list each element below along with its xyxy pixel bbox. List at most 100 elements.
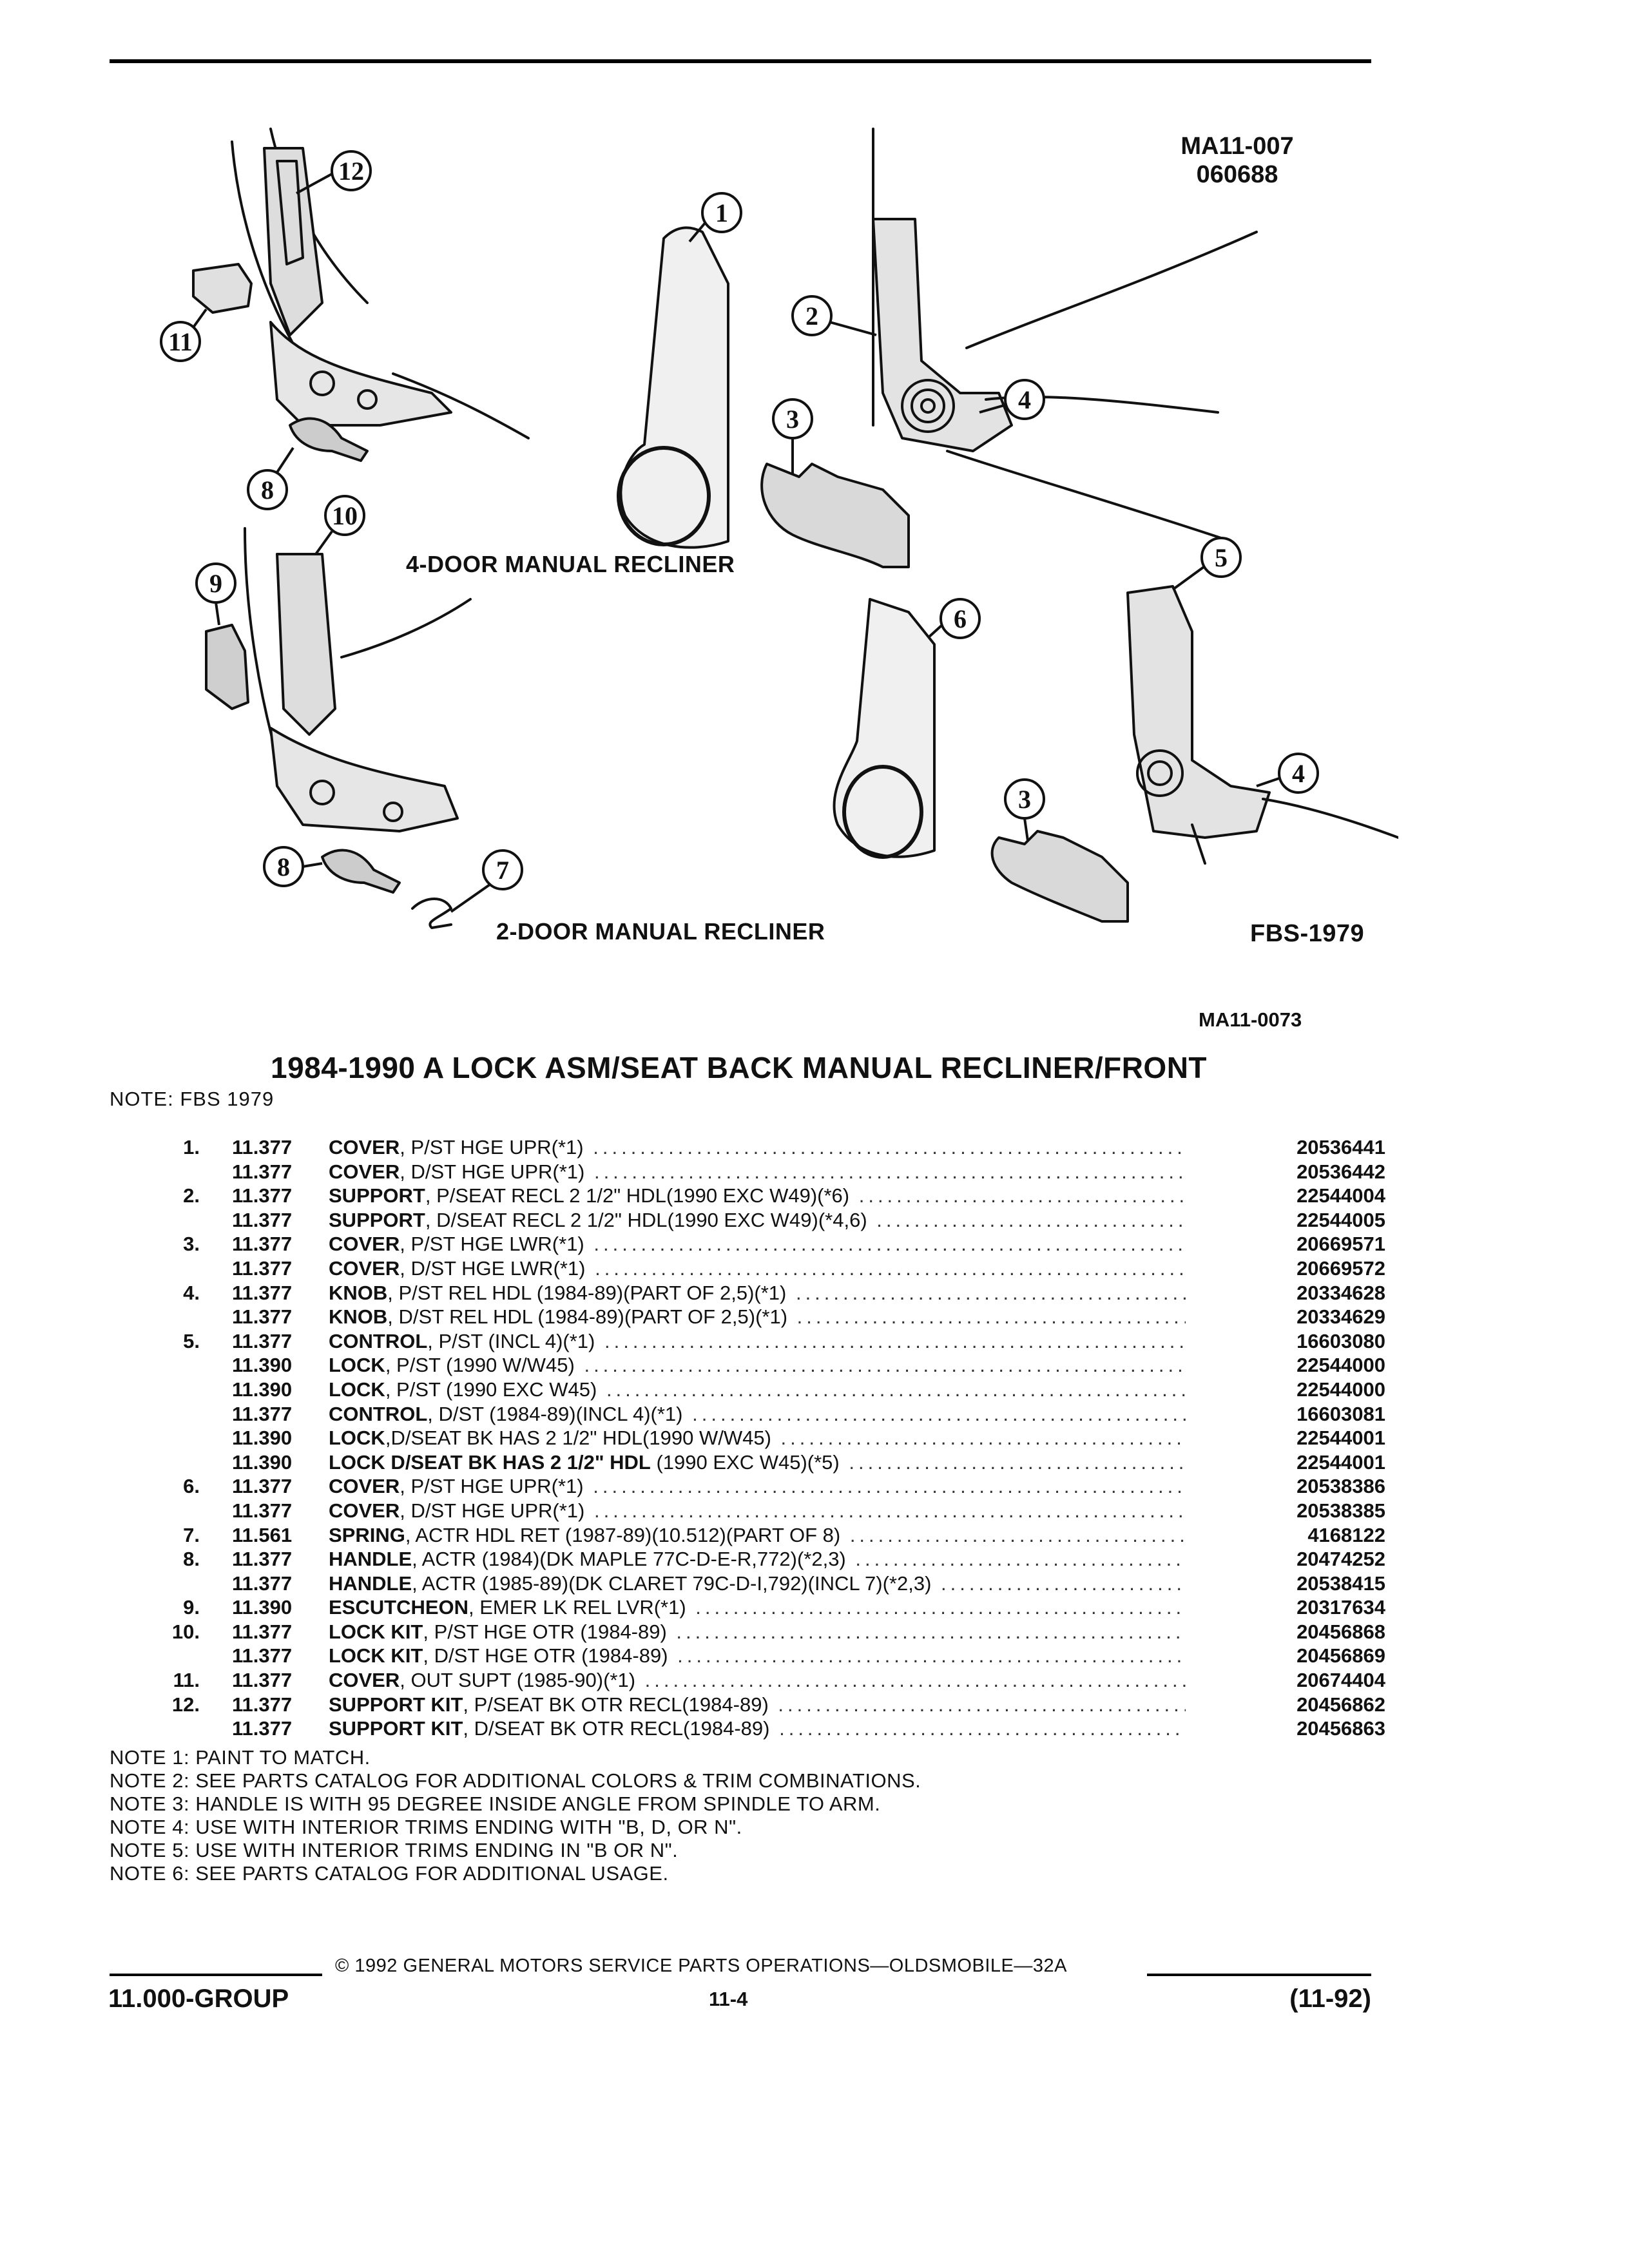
leader-dots: ........................................…: [876, 1208, 1186, 1231]
callout-1: 1: [688, 192, 742, 243]
item-number: 11.: [173, 1669, 200, 1692]
part-number: 16603081: [1296, 1402, 1385, 1425]
leader-dots: ........................................…: [779, 1717, 1186, 1740]
part-detail: , EMER LK REL LVR(*1): [468, 1596, 686, 1619]
part-detail: , P/SEAT RECL 2 1/2" HDL(1990 EXC W49)(*…: [425, 1184, 850, 1207]
part-8-handle-upper: [289, 417, 369, 462]
leader-dots: ........................................…: [941, 1571, 1186, 1595]
svg-text:3: 3: [786, 405, 799, 434]
part-name: COVER: [329, 1499, 400, 1522]
callout-3-upper: 3: [772, 398, 813, 474]
footer-group: 11.000-GROUP: [108, 1984, 289, 2013]
part-detail: , P/ST (1990 EXC W45): [385, 1378, 597, 1401]
part-description: LOCK KIT, D/ST HGE OTR (1984-89) .......…: [329, 1644, 1186, 1668]
part-name: COVER: [329, 1160, 400, 1183]
part-name: LOCK: [329, 1354, 385, 1377]
part-name: KNOB: [329, 1305, 388, 1329]
part-detail: , D/ST HGE UPR(*1): [400, 1499, 585, 1522]
label-2door-recliner: 2-DOOR MANUAL RECLINER: [496, 918, 825, 945]
part-name: SUPPORT: [329, 1184, 425, 1207]
footer-date: (11-92): [1289, 1984, 1371, 2013]
svg-text:11: 11: [168, 327, 193, 356]
svg-text:6: 6: [954, 604, 967, 633]
svg-text:3: 3: [1018, 785, 1031, 814]
part-description: KNOB, P/ST REL HDL (1984-89)(PART OF 2,5…: [329, 1281, 1186, 1305]
part-description: COVER, P/ST HGE UPR(*1) ................…: [329, 1135, 1186, 1160]
group-number: 11.377: [232, 1208, 293, 1231]
group-number: 11.377: [232, 1402, 293, 1425]
part-name: LOCK: [329, 1378, 385, 1401]
leader-dots: ........................................…: [692, 1402, 1186, 1425]
leader-dots: ........................................…: [780, 1427, 1186, 1450]
callout-9: 9: [195, 562, 236, 626]
note-item: NOTE 5: USE WITH INTERIOR TRIMS ENDING I…: [110, 1839, 679, 1861]
svg-text:8: 8: [261, 476, 274, 505]
callout-3-lower: 3: [1004, 778, 1045, 841]
group-number: 11.390: [232, 1427, 293, 1450]
callout-12: 12: [296, 150, 372, 195]
svg-text:9: 9: [209, 569, 222, 598]
recliner-illustration: 12 11 1 2 4 3 8 10 9 5 6 4 3 8 7: [160, 128, 1398, 929]
part-number: 20456863: [1296, 1717, 1385, 1740]
part-detail: , P/ST (INCL 4)(*1): [427, 1329, 595, 1352]
page-title: 1984-1990 A LOCK ASM/SEAT BACK MANUAL RE…: [271, 1051, 1208, 1084]
part-number: 20456868: [1296, 1620, 1385, 1643]
item-number: 7.: [183, 1523, 200, 1546]
part-description: COVER, D/ST HGE UPR(*1) ................…: [329, 1160, 1186, 1184]
part-name: SPRING: [329, 1523, 405, 1546]
part-number: 20538415: [1296, 1571, 1385, 1595]
group-number: 11.377: [232, 1281, 293, 1304]
part-detail: , P/ST HGE UPR(*1): [400, 1475, 584, 1498]
part-description: COVER, OUT SUPT (1985-90)(*1) ..........…: [329, 1668, 1186, 1693]
part-detail: ,D/SEAT BK HAS 2 1/2" HDL(1990 W/W45): [385, 1427, 771, 1450]
table-row: 11. 11.377 COVER, OUT SUPT (1985-90)(*1) .…: [110, 1668, 1385, 1693]
part-description: SUPPORT KIT, D/SEAT BK OTR RECL(1984-89)…: [329, 1716, 1186, 1741]
part-number: 20536441: [1296, 1136, 1385, 1158]
part-number: 22544000: [1296, 1378, 1385, 1401]
leader-dots: ........................................…: [858, 1184, 1186, 1207]
part-detail: , D/ST HGE OTR (1984-89): [423, 1644, 668, 1667]
leader-dots: ........................................…: [676, 1620, 1186, 1643]
notes-list: NOTE 1: PAINT TO MATCH.NOTE 2: SEE PARTS…: [110, 1746, 1269, 1885]
part-name: COVER: [329, 1136, 400, 1158]
item-number: 4.: [183, 1281, 200, 1304]
note-item: NOTE 1: PAINT TO MATCH.: [110, 1746, 371, 1769]
svg-text:12: 12: [338, 157, 364, 186]
part-name: LOCK KIT: [329, 1644, 423, 1667]
table-row: 11.390 LOCK,D/SEAT BK HAS 2 1/2" HDL(1990…: [110, 1426, 1385, 1450]
part-detail: , P/ST REL HDL (1984-89)(PART OF 2,5)(*1…: [387, 1281, 787, 1304]
leader-dots: ........................................…: [855, 1548, 1186, 1571]
item-number: 10.: [171, 1620, 200, 1643]
callout-6: 6: [927, 598, 981, 639]
leader-dots: ........................................…: [604, 1329, 1186, 1352]
footer-copyright: © 1992 GENERAL MOTORS SERVICE PARTS OPER…: [335, 1956, 1067, 1976]
part-name: LOCK: [329, 1427, 385, 1450]
part-number: 20317634: [1296, 1596, 1385, 1619]
part-name: CONTROL: [329, 1402, 428, 1425]
part-detail: , P/SEAT BK OTR RECL(1984-89): [463, 1693, 769, 1716]
part-description: ESCUTCHEON, EMER LK REL LVR(*1) ........…: [329, 1595, 1186, 1620]
svg-text:5: 5: [1215, 543, 1228, 572]
part-6-cover: [833, 598, 936, 858]
group-number: 11.377: [232, 1669, 293, 1692]
group-number: 11.377: [232, 1620, 293, 1643]
group-number: 11.377: [232, 1184, 293, 1207]
note-item: NOTE 6: SEE PARTS CATALOG FOR ADDITIONAL…: [110, 1862, 669, 1885]
group-number: 11.377: [232, 1329, 293, 1352]
leader-dots: ........................................…: [695, 1596, 1186, 1619]
part-number: 22544005: [1296, 1208, 1385, 1231]
part-detail: , P/ST HGE LWR(*1): [400, 1233, 584, 1256]
part-name: HANDLE: [329, 1548, 412, 1571]
part-detail: , D/SEAT BK OTR RECL(1984-89): [463, 1717, 770, 1740]
item-number: 8.: [183, 1548, 200, 1571]
note-item: NOTE 2: SEE PARTS CATALOG FOR ADDITIONAL…: [110, 1769, 921, 1792]
part-8-handle-lower: [321, 849, 401, 894]
part-description: LOCK KIT, P/ST HGE OTR (1984-89) .......…: [329, 1620, 1186, 1644]
part-number: 20456869: [1296, 1644, 1385, 1667]
svg-text:7: 7: [496, 856, 509, 885]
